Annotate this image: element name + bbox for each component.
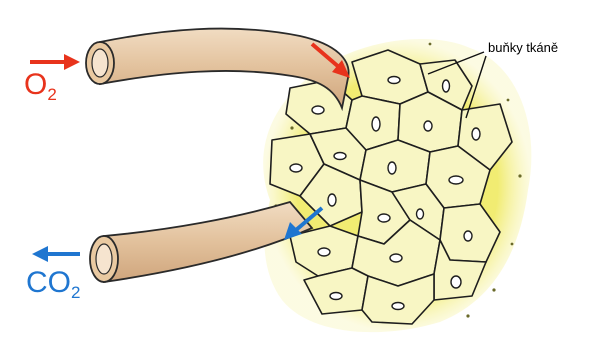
carbon-dioxide-subscript: 2 — [71, 283, 80, 302]
oxygen-label: O2 — [24, 70, 57, 110]
arrow-left-icon — [32, 246, 80, 262]
tissue-mass — [263, 39, 531, 332]
oxygen-subscript: 2 — [47, 85, 56, 104]
oxygen-symbol: O — [24, 68, 47, 101]
tissue-cells-label: buňky tkáně — [488, 40, 558, 55]
carbon-dioxide-symbol: CO — [26, 266, 71, 299]
carbon-dioxide-label: CO2 — [26, 268, 80, 308]
